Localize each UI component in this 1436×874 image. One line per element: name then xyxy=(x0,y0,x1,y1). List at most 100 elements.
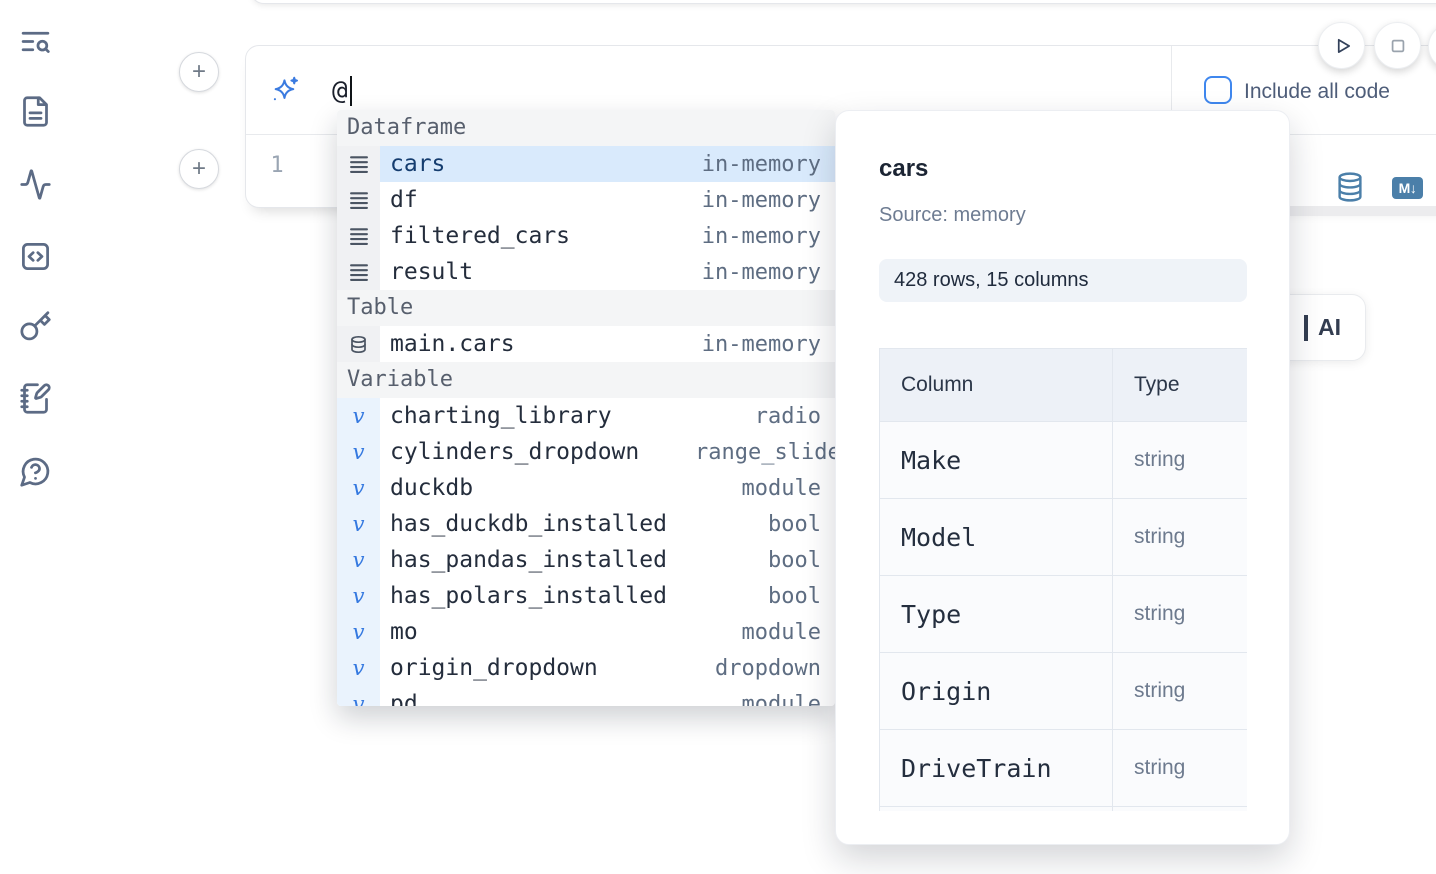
item-type: in-memory xyxy=(701,151,821,177)
previous-cell-edge xyxy=(250,0,1436,4)
column-name-cell: Origin xyxy=(879,652,1113,730)
item-type: in-memory xyxy=(701,187,821,213)
schema-column-header: Column xyxy=(879,348,1113,422)
code-cell-icon xyxy=(21,242,49,270)
menu-item[interactable]: df in-memory xyxy=(337,182,835,218)
stop-icon xyxy=(1391,39,1404,52)
menu-item[interactable]: cars in-memory xyxy=(337,146,835,182)
menu-item[interactable]: v has_pandas_installed bool xyxy=(337,542,835,578)
autocomplete-menu: Dataframe cars in-memory df in-memory filtere… xyxy=(337,110,835,706)
item-type: in-memory xyxy=(701,259,821,285)
item-type: dropdown xyxy=(715,655,821,681)
markdown-badge-label: M↓ xyxy=(1398,180,1417,196)
variable-icon: v xyxy=(337,506,380,542)
item-name: has_polars_installed xyxy=(390,583,667,609)
variable-icon: v xyxy=(337,578,380,614)
item-type: radio xyxy=(754,403,821,429)
item-name: df xyxy=(390,187,418,213)
item-type: module xyxy=(741,691,821,707)
item-name: cars xyxy=(390,151,446,177)
sidebar-item-snippets[interactable] xyxy=(16,237,54,275)
play-icon xyxy=(1337,38,1350,53)
line-number: 1 xyxy=(270,153,284,178)
column-type-cell xyxy=(1112,806,1247,811)
variable-icon: v xyxy=(337,434,380,470)
preview-source: Source: memory xyxy=(879,204,1026,226)
item-type: module xyxy=(741,619,821,645)
include-all-code-label: Include all code xyxy=(1244,80,1390,103)
menu-section-variable: Variable xyxy=(337,362,835,398)
sidebar-item-scratchpad[interactable] xyxy=(16,379,54,417)
menu-item[interactable]: v has_polars_installed bool xyxy=(337,578,835,614)
include-all-code-checkbox[interactable] xyxy=(1204,76,1232,104)
item-name: has_duckdb_installed xyxy=(390,511,667,537)
item-type: bool xyxy=(768,583,821,609)
datasource-button[interactable] xyxy=(1336,172,1364,202)
item-name: cylinders_dropdown xyxy=(390,439,640,465)
clipped-letter-stub xyxy=(1304,314,1308,341)
ai-card-label: AI xyxy=(1318,314,1341,340)
variable-icon: v xyxy=(337,614,380,650)
file-document-icon xyxy=(22,95,48,127)
database-icon xyxy=(1338,172,1362,202)
item-name: origin_dropdown xyxy=(390,655,598,681)
sidebar-item-outline[interactable] xyxy=(16,22,54,60)
add-cell-above-button[interactable]: + xyxy=(179,52,219,92)
item-name: pd xyxy=(390,691,418,706)
markdown-convert-button[interactable]: M↓ xyxy=(1392,177,1423,199)
column-name-cell: DriveTrain xyxy=(879,729,1113,807)
dataframe-icon xyxy=(337,182,380,218)
sidebar-item-files[interactable] xyxy=(16,92,54,130)
run-cell-button[interactable] xyxy=(1318,22,1365,69)
item-name: result xyxy=(390,259,474,285)
column-name-cell xyxy=(879,806,1113,811)
dataframe-icon xyxy=(337,146,380,182)
column-type-cell: string xyxy=(1112,729,1247,807)
item-name: has_pandas_installed xyxy=(390,547,667,573)
help-chat-icon xyxy=(19,457,49,487)
item-name: duckdb xyxy=(390,475,474,501)
prompt-text: @ xyxy=(332,76,348,106)
variable-icon: v xyxy=(337,398,380,434)
sidebar-item-secrets[interactable] xyxy=(16,307,54,345)
schema-column-header: Type xyxy=(1112,348,1247,422)
activity-icon xyxy=(19,168,51,200)
menu-item[interactable]: result in-memory xyxy=(337,254,835,290)
variable-icon: v xyxy=(337,542,380,578)
dataframe-icon xyxy=(337,254,380,290)
menu-section-table: Table xyxy=(337,290,835,326)
item-name: mo xyxy=(390,619,418,645)
item-type: in-memory xyxy=(701,331,821,357)
key-icon xyxy=(19,310,51,340)
item-type: module xyxy=(741,475,821,501)
ai-prompt-input[interactable]: @ xyxy=(332,73,352,109)
sidebar-item-tracing[interactable] xyxy=(16,165,54,203)
dataframe-icon xyxy=(337,218,380,254)
item-type: bool xyxy=(768,547,821,573)
add-cell-below-button[interactable]: + xyxy=(179,149,219,189)
database-small-icon xyxy=(337,326,380,362)
menu-section-dataframe: Dataframe xyxy=(337,110,835,146)
dataframe-preview-popup: cars Source: memory 428 rows, 15 columns… xyxy=(835,110,1290,845)
column-type-cell: string xyxy=(1112,575,1247,653)
variable-icon: v xyxy=(337,650,380,686)
stop-button[interactable] xyxy=(1374,22,1421,69)
column-name-cell: Make xyxy=(879,421,1113,499)
menu-item[interactable]: v origin_dropdown dropdown xyxy=(337,650,835,686)
variable-icon: v xyxy=(337,470,380,506)
text-cursor xyxy=(349,76,352,106)
shape-badge: 428 rows, 15 columns xyxy=(879,259,1247,302)
plus-icon: + xyxy=(191,155,206,182)
sidebar-item-help[interactable] xyxy=(16,452,54,490)
